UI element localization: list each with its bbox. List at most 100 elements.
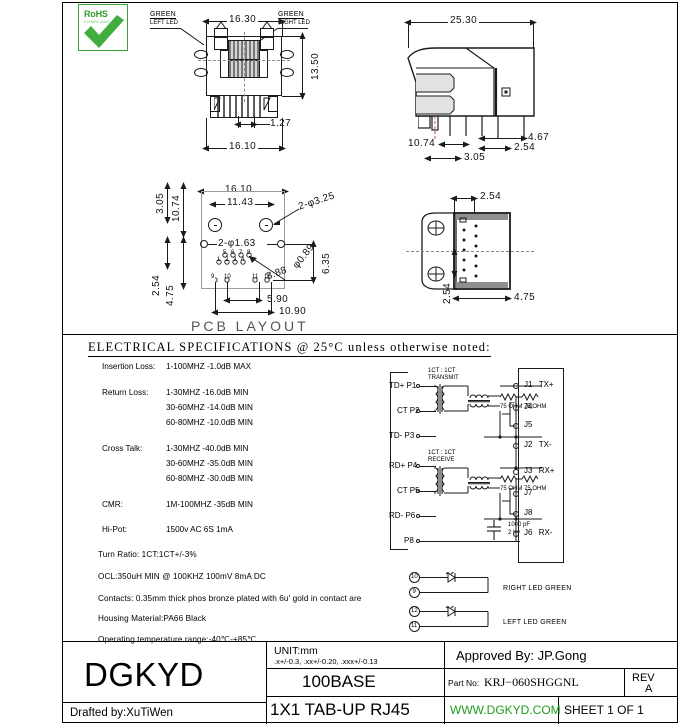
spec-value-insertion-loss-0: 1-100MHZ -1.0dB MAX (166, 362, 252, 371)
pcb-pin-num-11: 11 (252, 274, 259, 280)
schematic-receive-label-2: RECEIVE (428, 457, 455, 463)
pcb-hole-mount-left (208, 218, 222, 232)
side-dim-c: 2.54 (514, 142, 536, 153)
pcb-note-holes-325: 2-φ3.25 (297, 190, 337, 213)
front-dim-width-bottom: 16.10 (227, 141, 259, 152)
schematic-capacitor (484, 520, 508, 547)
schematic-conn-j2: J2 TX- (524, 440, 552, 449)
led-2-label: LEFT LED GREEN (503, 619, 567, 626)
spec-value-cross-talk-2: 60-80MHZ -30.0dB MIN (166, 474, 253, 483)
rev-value: A (645, 683, 653, 695)
pcb-pin-num-9: 9 (211, 274, 215, 280)
spec-value-return-loss-1: 30-60MHZ -14.0dB MIN (166, 403, 253, 412)
front-led-left-label: GREEN (150, 11, 176, 19)
schematic-pin-rd-minus: RD- P6 (389, 511, 416, 520)
schematic-transmit-label-1: 1CT : 1CT (428, 368, 456, 374)
pcb-pin-num-2: 2 (225, 257, 229, 263)
pcb-pin-num-12: 12 (264, 274, 271, 280)
schematic-pin-ct-p2: CT P2 (397, 406, 420, 415)
pcb-pin-num-3: 3 (233, 257, 237, 263)
pcb-hole-mount-right (259, 218, 273, 232)
schematic-conn-j5-name: J5 (524, 420, 533, 429)
schematic-conn-j3-signal: RX+ (538, 466, 555, 475)
side-dim-a: 10.74 (408, 138, 436, 149)
spec-value-cross-talk-1: 30-60MHZ -35.0dB MIN (166, 459, 253, 468)
schematic-conn-j5: J5 (524, 420, 532, 429)
front-view: GREEN LEFT LED GREEN RIGHT LED 16.30 (150, 8, 390, 173)
schematic-conn-j6-signal: RX- (538, 528, 553, 537)
pcb-pin-num-1: 1 (217, 257, 221, 263)
spec-note-ocl: OCL:350uH MIN @ 100KHZ 100mV 8mA DC (98, 572, 266, 581)
drawing-frame (62, 2, 678, 723)
pcb-dim-5-90: 5.90 (267, 294, 289, 305)
schematic-resistor-4: 75 OHM (524, 486, 547, 492)
part-no-label: Part No: (448, 678, 480, 688)
spec-label-return-loss: Return Loss: (102, 388, 149, 397)
tolerance-label: .x+/-0.3, .xx+/-0.20, .xxx+/-0.13 (274, 657, 378, 666)
schematic-conn-j1: J1 TX+ (524, 380, 554, 389)
pcb-pin-num-4: 4 (241, 257, 245, 263)
schematic-conn-j7-name: J7 (524, 488, 533, 497)
specifications-list: Insertion Loss: 1-100MHZ -1.0dB MAX Retu… (88, 362, 378, 644)
spec-note-housing: Housing Material:PA66 Black (98, 614, 207, 623)
pcb-dim-6-35: 6.35 (321, 252, 332, 274)
pcb-dim-11-43: 11.43 (225, 197, 256, 208)
led-1-pin-top: 10 (411, 574, 418, 580)
spec-value-return-loss-2: 60-80MHZ -10.0dB MIN (166, 418, 253, 427)
schematic-conn-j3: J3 RX+ (524, 466, 554, 475)
pcb-hole-163-right (277, 240, 285, 248)
side-dim-d: 4.67 (528, 132, 550, 143)
schematic-conn-j3-name: J3 (524, 466, 533, 475)
pcb-layout-view: 3.05 10.74 2.54 4.75 16.10 (145, 178, 395, 334)
spec-value-hi-pot-0: 1500v AC 6S 1mA (166, 525, 233, 534)
pcb-dim-2-54: 2.54 (151, 274, 162, 296)
schematic-conn-j8: J8 (524, 508, 532, 517)
schematic-conn-j8-name: J8 (524, 508, 533, 517)
rear-view: 2.54 (406, 182, 580, 322)
pcb-pin-num-8: 8 (247, 250, 251, 256)
rohs-logo: RoHS COMPLIANT (78, 4, 128, 51)
website-link[interactable]: WWW.DGKYD.COM (450, 703, 561, 717)
front-led-right-sub: RIGHT LED (278, 20, 310, 26)
front-dim-pitch: 1.27 (270, 118, 292, 129)
schematic-conn-j2-signal: TX- (538, 440, 552, 449)
product-line-1: 100BASE (302, 672, 376, 691)
front-dim-width-top: 16.30 (227, 14, 259, 25)
unit-label: UNIT:mm (274, 645, 318, 657)
spec-label-cmr: CMR: (102, 500, 123, 509)
side-view: 25.30 (398, 8, 578, 168)
company-logo-text: DGKYD (84, 656, 204, 693)
schematic-conn-j2-name: J2 (524, 440, 533, 449)
pcb-pin-num-5: 5 (223, 250, 227, 256)
rohs-check-icon (84, 15, 124, 48)
schematic-conn-j6-name: J6 (524, 528, 533, 537)
rear-dim-254-top: 2.54 (480, 191, 502, 202)
title-block: DGKYD Drafted by:XuTiWen UNIT:mm .x+/-0.… (62, 641, 678, 724)
led-circuits: 10 9 RIGHT LED GREEN 1 (405, 566, 605, 636)
rear-dim-475: 4.75 (514, 292, 536, 303)
spec-value-return-loss-0: 1-30MHZ -16.0dB MIN (166, 388, 249, 397)
side-dim-b: 3.05 (464, 152, 486, 163)
pcb-dim-16-10: 16.10 (223, 184, 255, 195)
rohs-title: RoHS (84, 9, 108, 19)
schematic-conn-j1-signal: TX+ (538, 380, 554, 389)
schematic-receive-label-1: 1CT : 1CT (428, 450, 456, 456)
spec-value-cmr-0: 1M-100MHZ -35dB MIN (166, 500, 253, 509)
drafted-by: Drafted by:XuTiWen (70, 707, 173, 719)
sheet-label: SHEET 1 OF 1 (564, 703, 644, 717)
schematic-resistor-2: 75 OHM (524, 404, 547, 410)
schematic-pin-p8: P8 (404, 536, 414, 545)
led-2-pin-bottom: 11 (411, 623, 418, 629)
spec-note-temperature: Operating temperature range:-40℃-+85℃ (98, 635, 257, 644)
front-led-right-label: GREEN (278, 11, 304, 19)
spec-note-contacts: Contacts: 0.35mm thick phos bronze plate… (98, 594, 362, 603)
schematic-pin-rd-plus: RD+ P4 (389, 461, 418, 470)
spec-value-cross-talk-0: 1-30MHZ -40.0dB MIN (166, 444, 249, 453)
product-line-2: 1X1 TAB-UP RJ45 (270, 700, 410, 719)
schematic-pin-td-minus: TD- P3 (389, 431, 415, 440)
rohs-subtitle: COMPLIANT (84, 19, 111, 24)
schematic-conn-j1-name: J1 (524, 380, 533, 389)
schematic-conn-j7: J7 (524, 488, 532, 497)
approved-by: Approved By: JP.Gong (456, 648, 587, 663)
rev-label: REV (632, 672, 655, 684)
